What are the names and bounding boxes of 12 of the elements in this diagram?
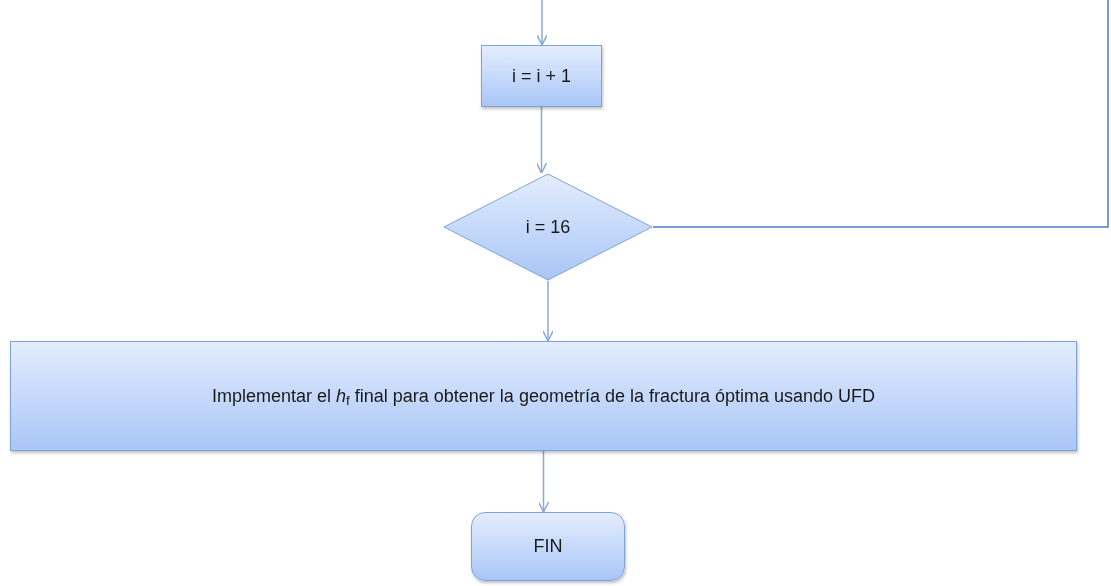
node-text: FIN: [533, 535, 563, 558]
connector-line: [652, 0, 1109, 228]
node-text: Implementar el h$_{f}$ final para obtener la geometría de la fractura óptima usando UFD: [211, 384, 876, 410]
process-box: [481, 45, 602, 107]
arrow: [542, 280, 554, 342]
node-text: i = 16: [525, 215, 571, 239]
terminator-box: [471, 512, 625, 581]
arrow: [536, 0, 548, 46]
node-text: i = i + 1: [511, 64, 571, 88]
arrow: [535, 106, 548, 174]
process-box: [10, 341, 1077, 451]
arrow: [537, 450, 550, 513]
